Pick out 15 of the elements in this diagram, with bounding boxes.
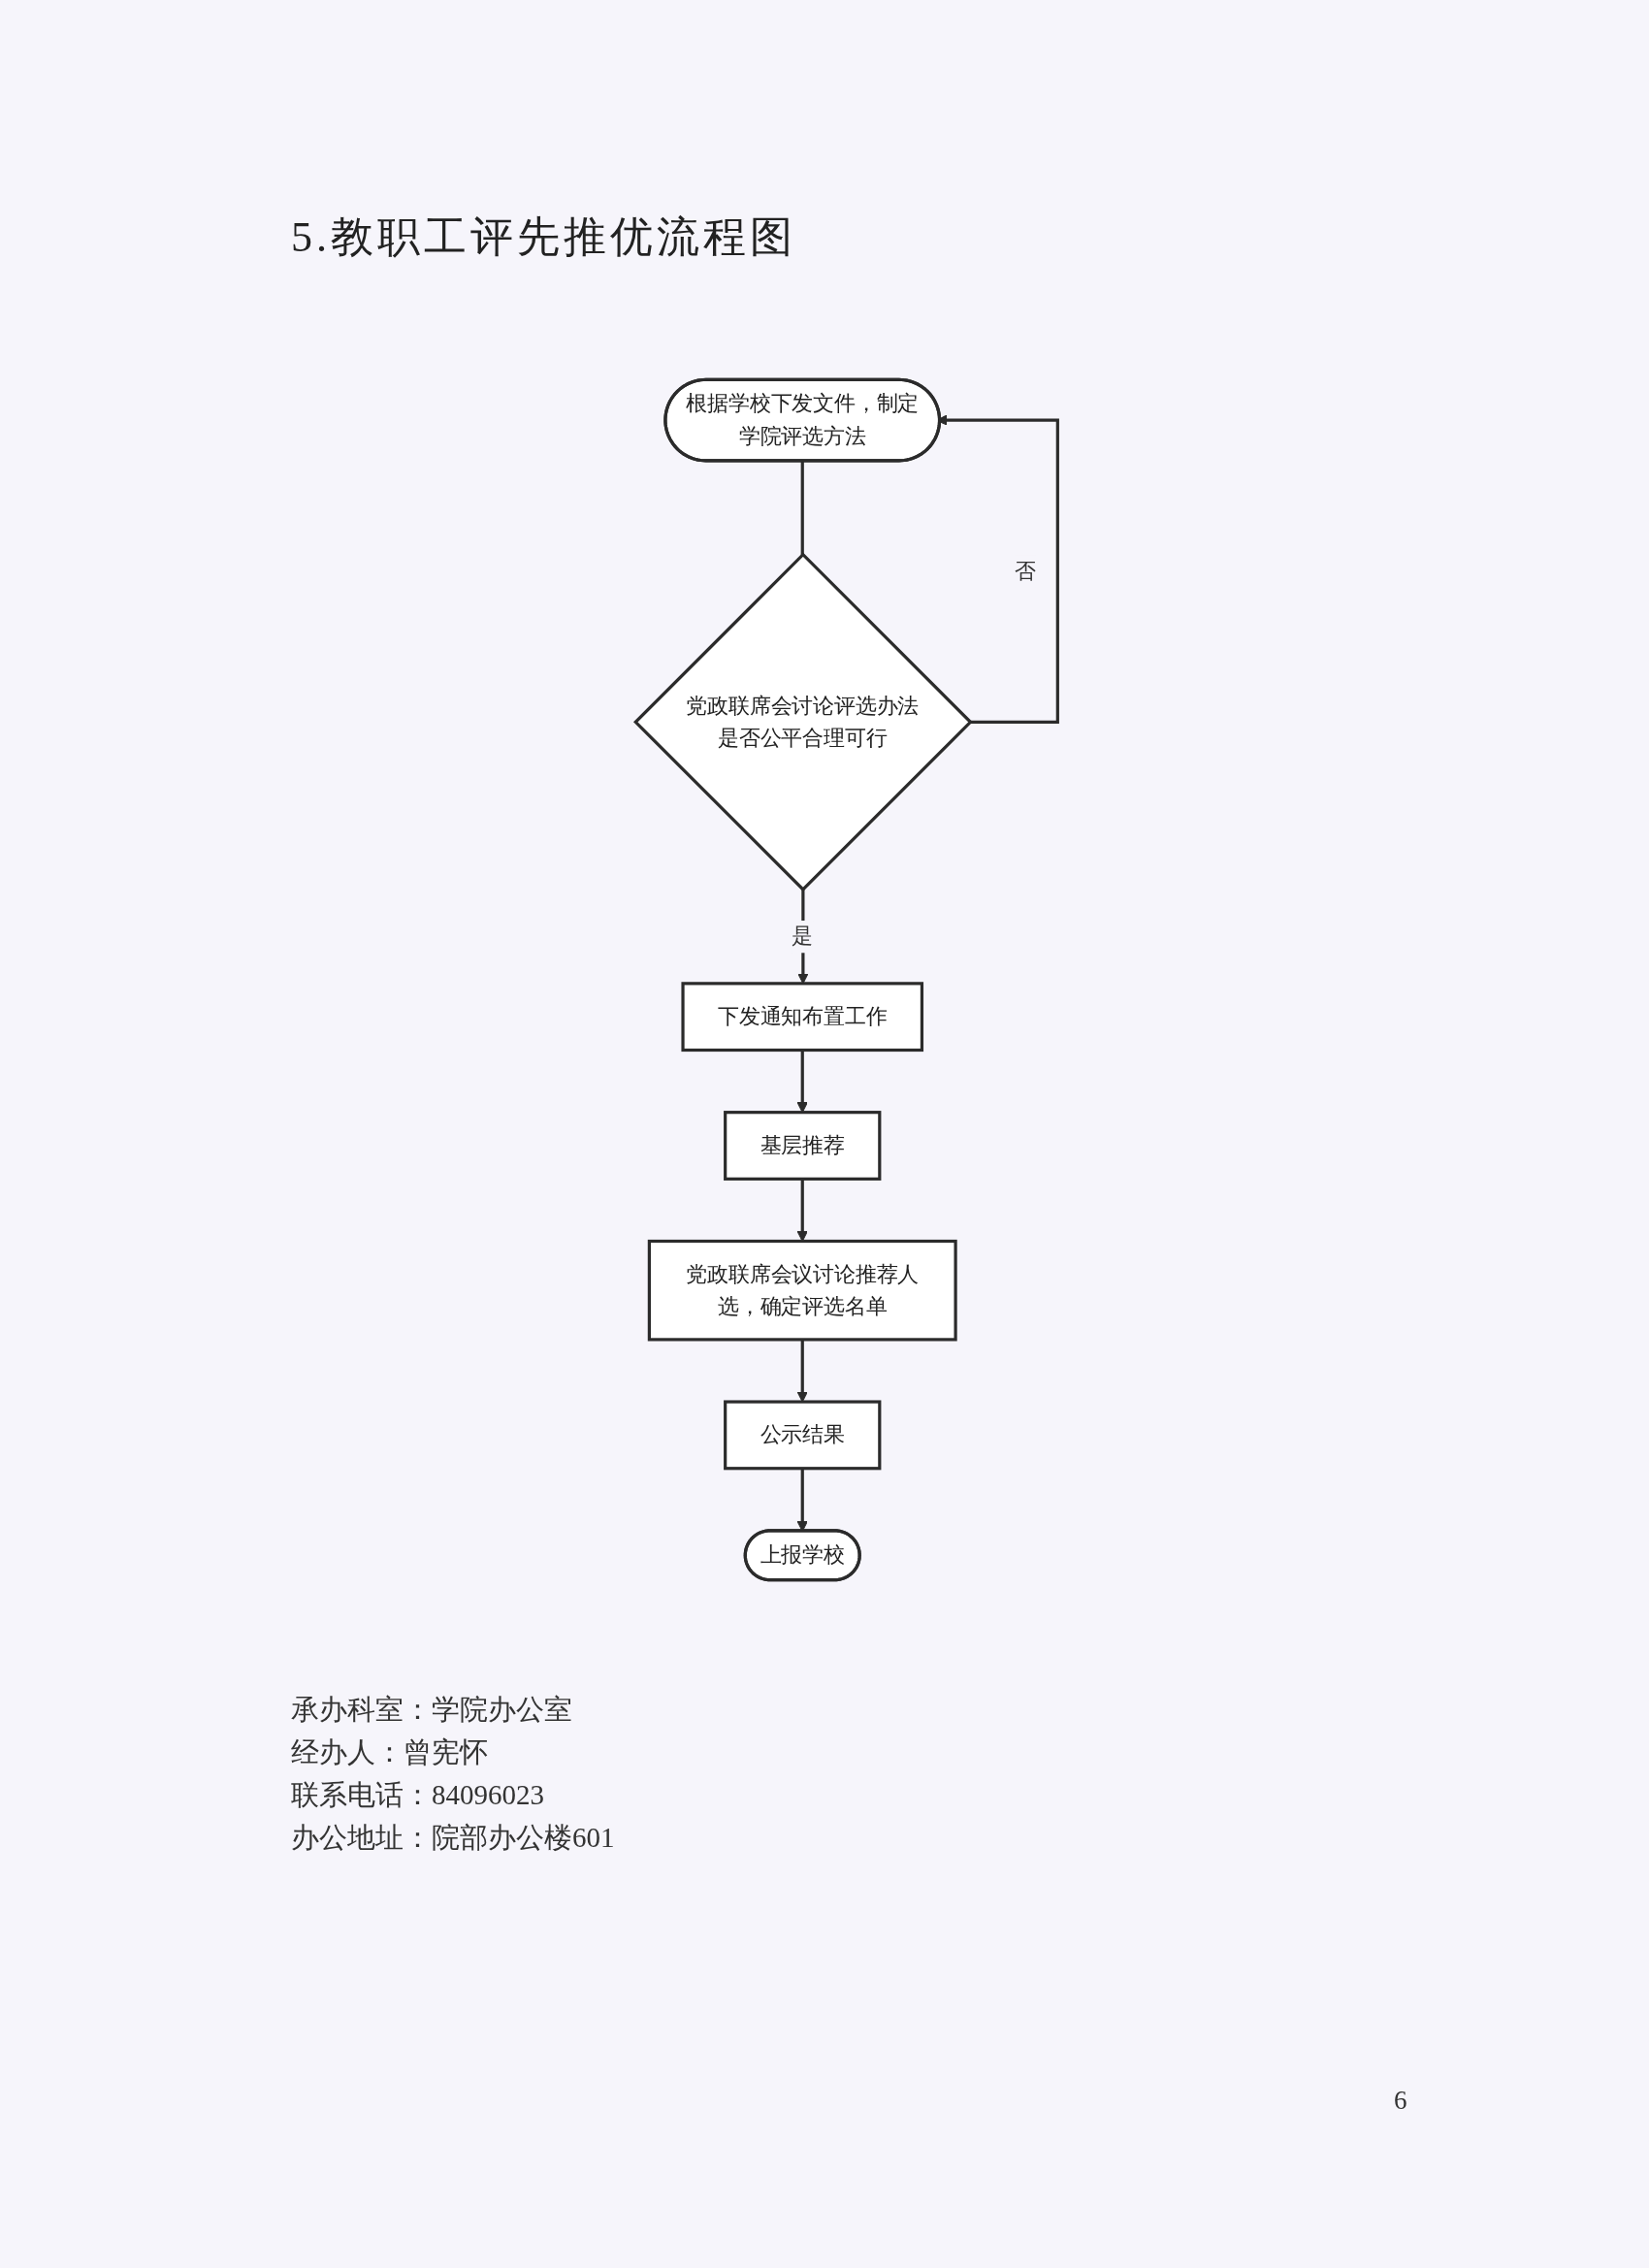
node-box: 下发通知布置工作 (680, 982, 923, 1053)
arrow (796, 1179, 808, 1242)
node-diamond: 党政联席会讨论评选办法是否公平合理可行 (632, 552, 973, 892)
contact-note: 承办科室：学院办公室 (291, 1693, 573, 1727)
title: 5.教职工评先推优流程图 (291, 212, 796, 263)
contact-note: 经办人：曾宪怀 (291, 1735, 489, 1769)
arrow (796, 1339, 808, 1403)
page-number: 6 (1394, 2086, 1407, 2115)
node-box: 基层推荐 (723, 1111, 881, 1181)
contact-note: 联系电话：84096023 (291, 1778, 545, 1812)
node-box: 党政联席会议讨论推荐人选，确定评选名单 (647, 1239, 957, 1342)
node-box: 公示结果 (723, 1400, 881, 1471)
edge-label: 是 (791, 923, 813, 949)
contact-note: 办公地址：院部办公楼601 (291, 1821, 615, 1855)
edge-label: 否 (1014, 559, 1036, 583)
